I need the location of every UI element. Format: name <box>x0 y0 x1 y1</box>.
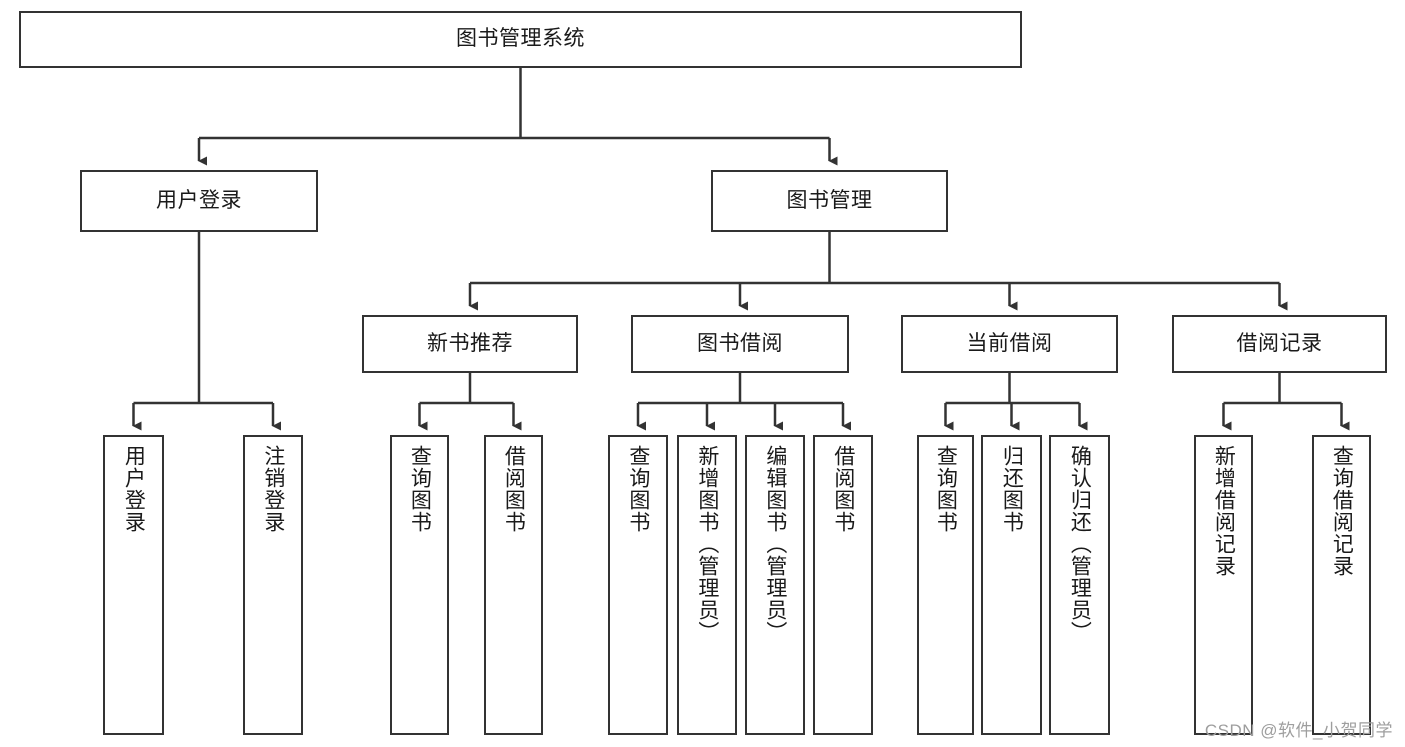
node-login[interactable]: 用户登录 <box>80 170 318 232</box>
node-leaf-borrow-3[interactable]: 编辑图书（管理员） <box>745 435 805 735</box>
node-leaf-login-1[interactable]: 用户登录 <box>103 435 164 735</box>
node-label: 用户登录 <box>156 188 242 212</box>
node-label: 图书管理系统 <box>456 27 585 51</box>
node-leaf-current-3[interactable]: 确认归还（管理员） <box>1049 435 1110 735</box>
node-label: 确认归还（管理员） <box>1068 445 1092 643</box>
node-label: 新增图书（管理员） <box>695 445 719 643</box>
node-root[interactable]: 图书管理系统 <box>19 11 1022 68</box>
node-leaf-borrow-1[interactable]: 查询图书 <box>608 435 668 735</box>
node-label: 图书管理 <box>786 188 873 212</box>
node-leaf-newbook-2[interactable]: 借阅图书 <box>484 435 543 735</box>
node-records[interactable]: 借阅记录 <box>1172 315 1387 373</box>
node-leaf-borrow-4[interactable]: 借阅图书 <box>813 435 873 735</box>
node-leaf-newbook-1[interactable]: 查询图书 <box>390 435 449 735</box>
node-leaf-current-2[interactable]: 归还图书 <box>981 435 1042 735</box>
watermark-text: CSDN @软件_小贺同学 <box>1204 721 1393 740</box>
node-label: 借阅图书 <box>831 445 855 533</box>
node-label: 用户登录 <box>122 445 146 533</box>
node-label: 借阅记录 <box>1236 331 1323 355</box>
node-label: 借阅图书 <box>502 445 526 533</box>
node-label: 查询借阅记录 <box>1330 445 1354 577</box>
node-leaf-records-1[interactable]: 新增借阅记录 <box>1194 435 1253 735</box>
node-newbook[interactable]: 新书推荐 <box>362 315 578 373</box>
node-borrow[interactable]: 图书借阅 <box>631 315 849 373</box>
node-current[interactable]: 当前借阅 <box>901 315 1118 373</box>
node-leaf-login-2[interactable]: 注销登录 <box>243 435 303 735</box>
node-label: 查询图书 <box>626 445 650 533</box>
node-label: 注销登录 <box>261 445 285 533</box>
node-label: 新增借阅记录 <box>1212 445 1236 577</box>
node-label: 编辑图书（管理员） <box>763 445 787 643</box>
node-leaf-current-1[interactable]: 查询图书 <box>917 435 974 735</box>
node-label: 查询图书 <box>934 445 958 533</box>
node-label: 当前借阅 <box>966 331 1053 355</box>
node-leaf-records-2[interactable]: 查询借阅记录 <box>1312 435 1371 735</box>
node-label: 新书推荐 <box>427 331 513 355</box>
node-bookmgmt[interactable]: 图书管理 <box>711 170 948 232</box>
node-label: 查询图书 <box>408 445 432 533</box>
node-label: 图书借阅 <box>697 331 783 355</box>
node-label: 归还图书 <box>1000 445 1024 533</box>
node-leaf-borrow-2[interactable]: 新增图书（管理员） <box>677 435 737 735</box>
